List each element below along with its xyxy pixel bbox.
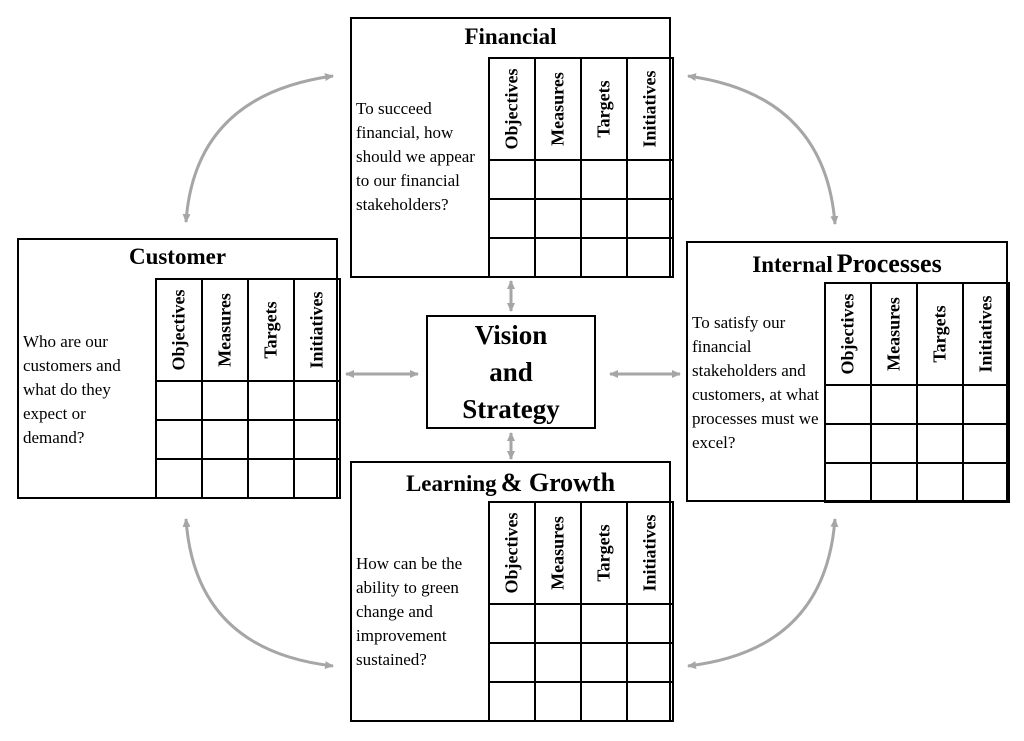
table-row (155, 458, 341, 499)
internal-processes-question: To satisfy our financial stakeholders an… (692, 313, 819, 452)
column-header-measures: Measures (870, 282, 918, 386)
table-row (824, 462, 1010, 503)
curved-arrow-customer-financial (182, 73, 334, 223)
financial-panel: Financial To succeed financial, how shou… (350, 17, 674, 278)
table-row (488, 237, 674, 278)
column-header-targets: Targets (580, 57, 628, 161)
vision-strategy-box: Vision and Strategy (426, 315, 596, 429)
column-header-objectives: Objectives (155, 278, 203, 382)
curved-arrow-financial-internal (687, 73, 839, 225)
customer-panel: Customer Who are our customers and what … (17, 238, 341, 499)
table-row (488, 642, 674, 683)
column-header-measures: Measures (201, 278, 249, 382)
table-row (488, 603, 674, 644)
table-row (488, 198, 674, 239)
column-header-objectives: Objectives (488, 501, 536, 605)
column-header-targets: Targets (247, 278, 295, 382)
customer-question: Who are our customers and what do they e… (23, 332, 121, 447)
internal-processes-panel: Internal Processes To satisfy our financ… (686, 241, 1010, 503)
curved-arrow-customer-learning (182, 518, 334, 670)
column-header-targets: Targets (580, 501, 628, 605)
column-header-objectives: Objectives (488, 57, 536, 161)
table-row (824, 384, 1010, 425)
column-header-objectives: Objectives (824, 282, 872, 386)
customer-title: Customer (128, 244, 227, 269)
table-row (155, 419, 341, 460)
column-header-initiatives: Initiatives (962, 282, 1010, 386)
customer-grid: Objectives Measures Targets Initiatives (155, 278, 341, 499)
vision-strategy-label: Vision and Strategy (462, 319, 560, 424)
learning-growth-question: How can be the ability to green change a… (356, 554, 463, 669)
column-header-targets: Targets (916, 282, 964, 386)
learning-growth-grid: Objectives Measures Targets Initiatives (488, 501, 674, 722)
table-row (488, 159, 674, 200)
curved-arrow-learning-internal (687, 518, 839, 670)
financial-title: Financial (464, 24, 557, 49)
column-header-initiatives: Initiatives (293, 278, 341, 382)
table-row (824, 423, 1010, 464)
column-header-initiatives: Initiatives (626, 501, 674, 605)
learning-growth-panel: Learning & Growth How can be the ability… (350, 461, 674, 722)
column-header-measures: Measures (534, 57, 582, 161)
internal-processes-grid: Objectives Measures Targets Initiatives (824, 282, 1010, 503)
internal-processes-title: Internal Processes (752, 249, 942, 278)
table-row (488, 681, 674, 722)
column-header-measures: Measures (534, 501, 582, 605)
column-header-initiatives: Initiatives (626, 57, 674, 161)
financial-grid: Objectives Measures Targets Initiatives (488, 57, 674, 278)
financial-question: To succeed financial, how should we appe… (356, 99, 475, 214)
table-row (155, 380, 341, 421)
learning-growth-title: Learning & Growth (405, 468, 616, 497)
